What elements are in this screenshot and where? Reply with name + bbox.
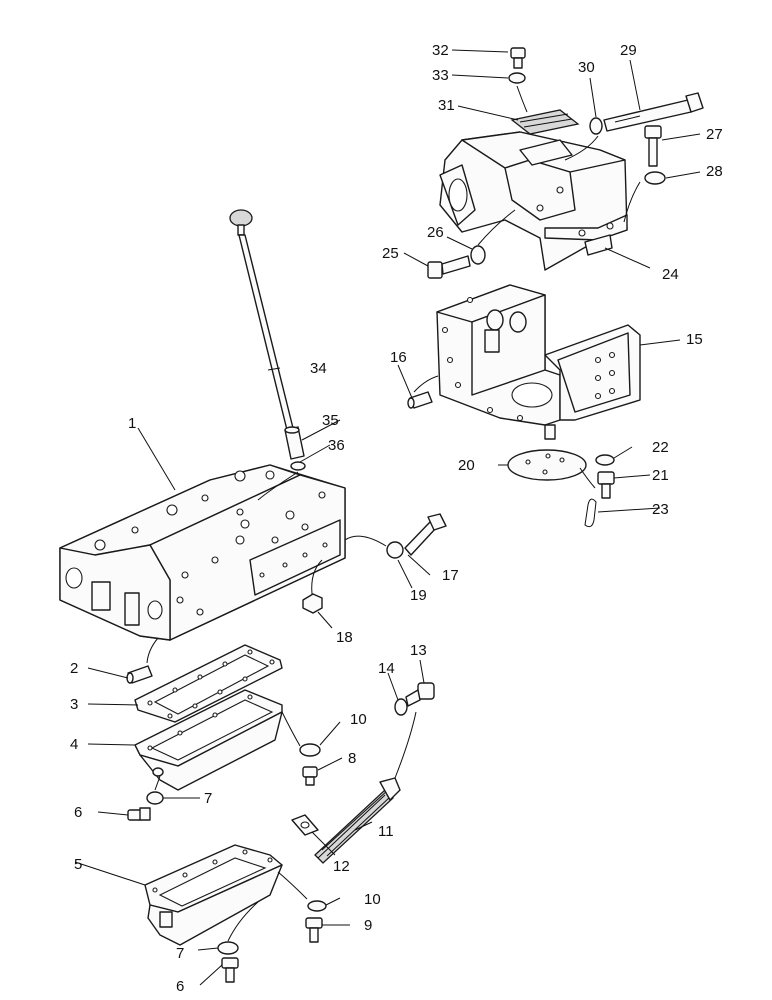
callout-10-upper: 10 [350, 711, 367, 728]
dowel-pin-16 [407, 391, 433, 409]
dowel-pin-2 [126, 665, 153, 684]
callout-28: 28 [706, 163, 723, 180]
callout-2: 2 [70, 660, 78, 677]
bolt-9 [305, 917, 323, 943]
bolt-27 [644, 125, 662, 167]
callout-17: 17 [442, 567, 459, 584]
washer-26 [470, 245, 486, 265]
callout-1: 1 [128, 415, 136, 432]
dipstick-34 [229, 209, 294, 431]
callout-6-upper: 6 [74, 804, 82, 821]
split-pin-23 [584, 498, 597, 528]
callout-5: 5 [74, 856, 82, 873]
washer-14 [394, 698, 408, 716]
callout-27: 27 [706, 126, 723, 143]
callout-29: 29 [620, 42, 637, 59]
callout-22: 22 [652, 439, 669, 456]
long-bolt-29 [603, 92, 704, 132]
bolt-13 [405, 682, 435, 707]
callout-18: 18 [336, 629, 353, 646]
callout-32: 32 [432, 42, 449, 59]
callout-7-lower: 7 [176, 945, 184, 962]
washer-19 [386, 541, 404, 559]
washer-30 [589, 117, 603, 135]
callout-12: 12 [333, 858, 350, 875]
drain-plug-6-upper [127, 807, 151, 821]
callout-21: 21 [652, 467, 669, 484]
dipstick-tube-35 [284, 426, 305, 460]
cover-plate [510, 109, 580, 135]
callout-15: 15 [686, 331, 703, 348]
bolt-32 [510, 47, 526, 69]
oil-pan-5 [144, 844, 283, 946]
seal-36 [290, 461, 306, 471]
washer-22 [595, 454, 615, 466]
round-cover-plate-20 [507, 449, 587, 481]
washer-33 [508, 72, 526, 84]
callout-23: 23 [652, 501, 669, 518]
bolt-8 [302, 766, 318, 786]
washer-28 [644, 171, 666, 185]
callout-10-lower: 10 [364, 891, 381, 908]
nut-18 [302, 593, 323, 614]
callout-26: 26 [427, 224, 444, 241]
callout-20: 20 [458, 457, 475, 474]
callout-14: 14 [378, 660, 395, 677]
washer-7-upper [146, 791, 164, 805]
callout-36: 36 [328, 437, 345, 454]
washer-7-lower [217, 941, 239, 955]
callout-4: 4 [70, 736, 78, 753]
callout-3: 3 [70, 696, 78, 713]
washer-10-lower [307, 900, 327, 912]
callout-11: 11 [378, 823, 394, 840]
callout-35: 35 [322, 412, 339, 429]
callout-7-upper: 7 [204, 790, 212, 807]
callout-16: 16 [390, 349, 407, 366]
callout-25: 25 [382, 245, 399, 262]
washer-10-upper [299, 743, 321, 757]
gasket-3 [134, 644, 283, 723]
callout-9: 9 [364, 917, 372, 934]
callout-13: 13 [410, 642, 427, 659]
leader-lines [74, 49, 701, 986]
callout-8: 8 [348, 750, 356, 767]
lift-cover-housing [439, 131, 628, 271]
callout-33: 33 [432, 67, 449, 84]
bolt-21 [597, 471, 615, 499]
callout-34: 34 [310, 360, 327, 377]
rear-axle-housing [436, 284, 641, 440]
bolt-25 [427, 255, 471, 279]
strainer-gasket-12 [291, 814, 319, 836]
oil-pan-4 [134, 689, 283, 791]
callout-labels: 32 33 31 30 29 27 28 26 25 24 15 16 20 2… [70, 42, 723, 995]
callout-24: 24 [662, 266, 679, 283]
drain-plug-6-lower [221, 957, 239, 983]
callout-30: 30 [578, 59, 595, 76]
bolt-17 [404, 513, 447, 556]
callout-6-lower: 6 [176, 978, 184, 995]
oil-strainer-11 [314, 777, 401, 864]
callout-19: 19 [410, 587, 427, 604]
main-housing [59, 464, 346, 641]
callout-31: 31 [438, 97, 455, 114]
